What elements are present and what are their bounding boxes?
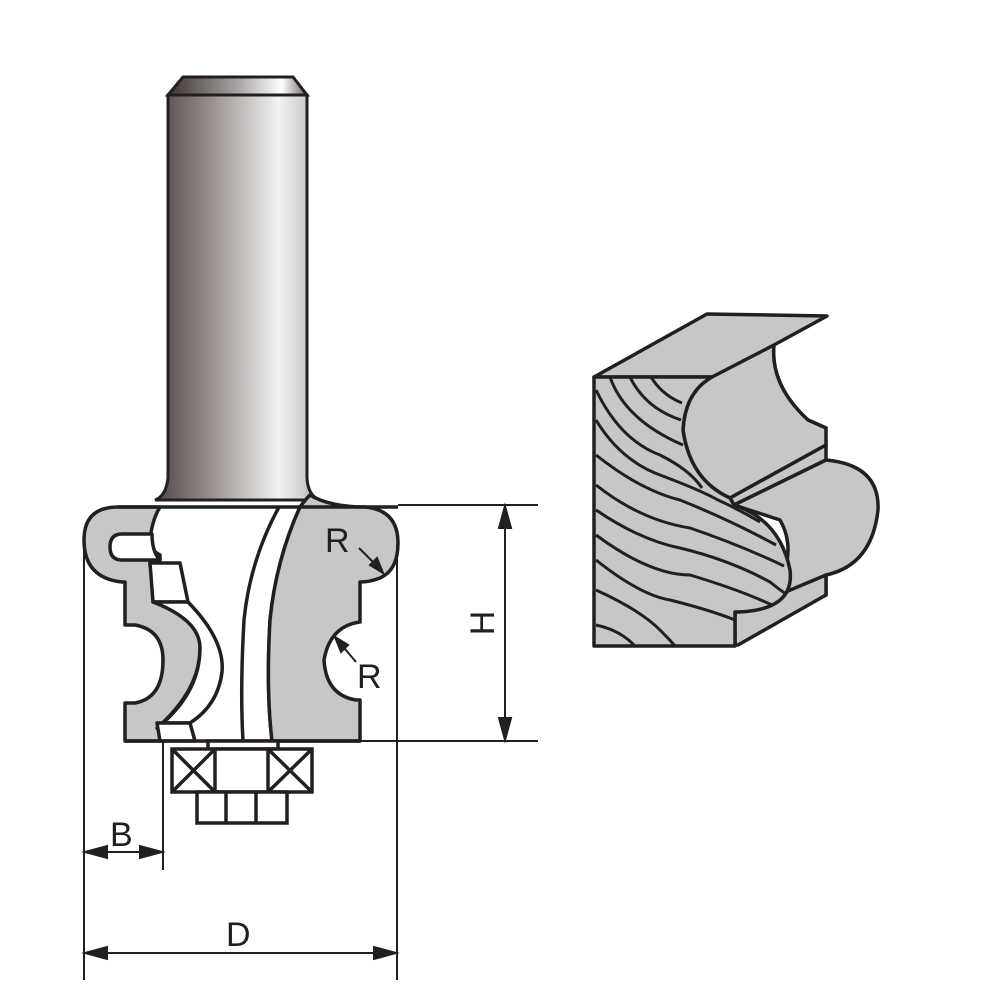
arrow-R-top: [368, 556, 386, 576]
arrow-R-bottom: [332, 634, 350, 654]
grain-ring-3: [608, 376, 684, 447]
shank-chamfer: [164, 75, 311, 97]
arrow-D-right: [373, 945, 400, 961]
grain-line-5: [595, 508, 787, 596]
grain-ring-2: [628, 376, 682, 422]
label-radius-top: R: [325, 522, 350, 560]
carbide-insert-foot: [155, 721, 197, 743]
workpiece-end-grain: [592, 375, 793, 648]
shank: [154, 75, 321, 502]
grain-line-8: [595, 588, 677, 647]
cutter-hook-gap: [108, 532, 162, 562]
flute-line-1: [239, 506, 281, 742]
grain-ring-1: [649, 376, 683, 405]
grain-line-4: [595, 483, 785, 568]
grain-line-7: [595, 558, 736, 622]
label-radius-bottom: R: [357, 658, 382, 696]
grain-line-3: [595, 453, 777, 547]
grain-line-2: [594, 419, 761, 524]
bearing-cross-right-b: [266, 747, 314, 794]
bearing-nut: [195, 790, 289, 825]
label-diameter: D: [226, 916, 251, 954]
label-height: H: [464, 611, 502, 636]
arrow-H-top: [497, 502, 513, 529]
carbide-insert: [148, 561, 190, 604]
arrow-H-bottom: [497, 717, 513, 744]
grain-line-1: [594, 389, 704, 489]
bearing-cross-left-b: [170, 747, 217, 794]
label-bearing-offset: B: [110, 816, 133, 854]
arrow-B-right: [139, 844, 166, 860]
wood-grain-lines: [594, 376, 787, 648]
bearing-assembly: [170, 739, 314, 825]
grain-line-9: [595, 623, 637, 648]
arrow-B-left: [81, 844, 108, 860]
cutter-right-profile: [266, 493, 400, 743]
arrow-D-left: [81, 945, 108, 961]
grain-line-6: [595, 533, 773, 607]
dimension-lines: [81, 502, 538, 980]
cutter-body: [82, 493, 400, 743]
workpiece-profile: [592, 312, 880, 648]
shank-body: [154, 93, 321, 502]
